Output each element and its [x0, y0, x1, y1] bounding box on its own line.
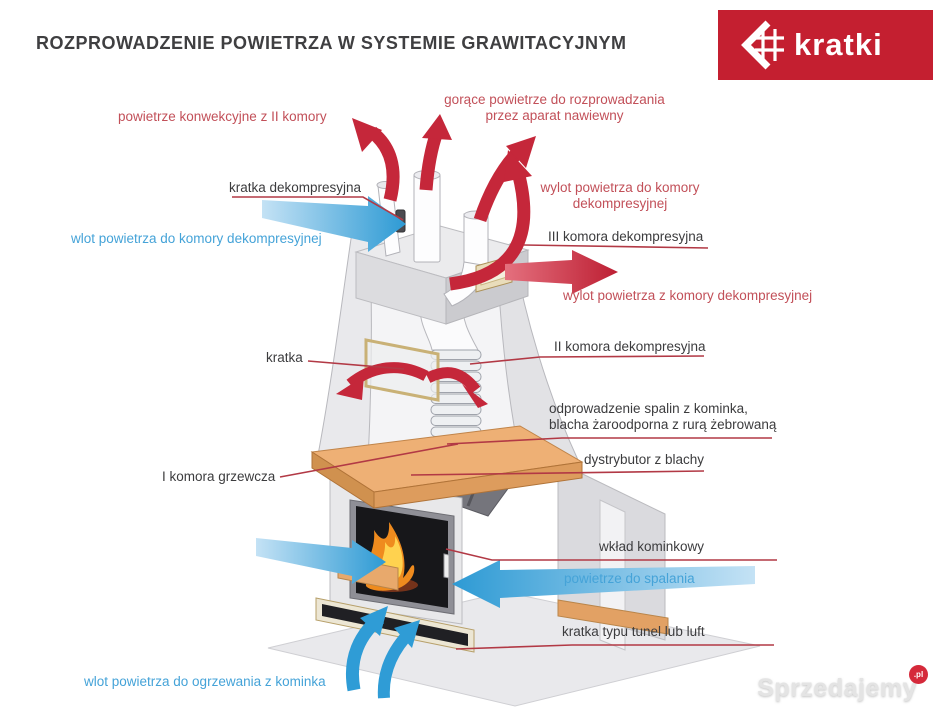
label-flue-outlet-line1: odprowadzenie spalin z kominka,	[549, 401, 748, 416]
label-outlet-to-chamber-line1: wylot powietrza do komory	[540, 180, 700, 195]
hot-air-up-arrows	[352, 114, 536, 291]
label-inlet-decompression: wlot powietrza do komory dekompresyjnej	[71, 231, 322, 246]
label-hot-air-line2: przez aparat nawiewny	[485, 108, 624, 123]
kratki-logo-text: kratki	[794, 27, 883, 62]
top-platform	[354, 225, 530, 325]
combustion-air-arrow-left	[256, 538, 386, 584]
label-combustion-air: powietrze do spalania	[564, 571, 695, 586]
decompression-grate	[395, 209, 406, 233]
label-outlet-to-chamber-line2: dekompresyjnej	[572, 196, 668, 211]
distributor	[401, 445, 521, 517]
wood-blocks	[337, 555, 669, 635]
chimney-body	[317, 231, 579, 469]
label-flue-outlet: odprowadzenie spalin z kominka, blacha ż…	[549, 401, 776, 433]
watermark: Sprzedajemy .pl	[757, 665, 928, 703]
kratki-grate-icon	[741, 20, 784, 70]
watermark-text-wrap: Sprzedajemy .pl	[757, 665, 928, 703]
door-handle	[443, 553, 450, 579]
base-floor	[267, 591, 761, 707]
label-hot-air: gorące powietrze do rozprowadzania przez…	[432, 92, 677, 124]
label-hot-air-line1: gorące powietrze do rozprowadzania	[444, 92, 665, 107]
label-convection-air: powietrze konwekcyjne z II komory	[118, 109, 327, 124]
flames	[365, 522, 418, 592]
bottom-intake-arrows	[345, 606, 420, 699]
page-title: ROZPROWADZENIE POWIETRZA W SYSTEMIE GRAW…	[36, 33, 627, 53]
watermark-pl-badge: .pl	[909, 665, 928, 684]
bottom-grate	[315, 597, 475, 653]
outlet-grate	[475, 255, 513, 293]
middle-grate	[364, 338, 440, 402]
label-distributor: dystrybutor z blachy	[584, 452, 705, 467]
mantel-shelf	[310, 425, 584, 509]
label-tunnel-grate: kratka typu tunel lub luft	[562, 624, 705, 639]
label-grate: kratka	[266, 350, 303, 365]
label-outlet-to-chamber: wylot powietrza do komory dekompresyjnej	[530, 180, 710, 212]
firebox	[329, 477, 463, 625]
grate-air-arrows	[336, 362, 488, 408]
kratki-logo: kratki	[718, 10, 933, 80]
label-third-chamber: III komora dekompresyjna	[548, 229, 704, 244]
label-fireplace-insert: wkład kominkowy	[599, 539, 705, 554]
label-decompression-grate: kratka dekompresyjna	[229, 180, 362, 195]
label-flue-outlet-line2: blacha żaroodporna z rurą żebrowaną	[549, 417, 777, 432]
label-first-chamber: I komora grzewcza	[162, 469, 276, 484]
label-heating-air-inlet: wlot powietrza do ogrzewania z kominka	[84, 674, 326, 689]
lower-right-wall	[557, 461, 666, 651]
label-outlet-from-chamber: wylot powietrza z komory dekompresyjnej	[563, 288, 813, 303]
watermark-text: Sprzedajemy	[757, 674, 917, 702]
label-second-chamber: II komora dekompresyjna	[554, 339, 706, 354]
chimney-pipes	[376, 170, 489, 307]
ribbed-pipe	[430, 349, 482, 451]
